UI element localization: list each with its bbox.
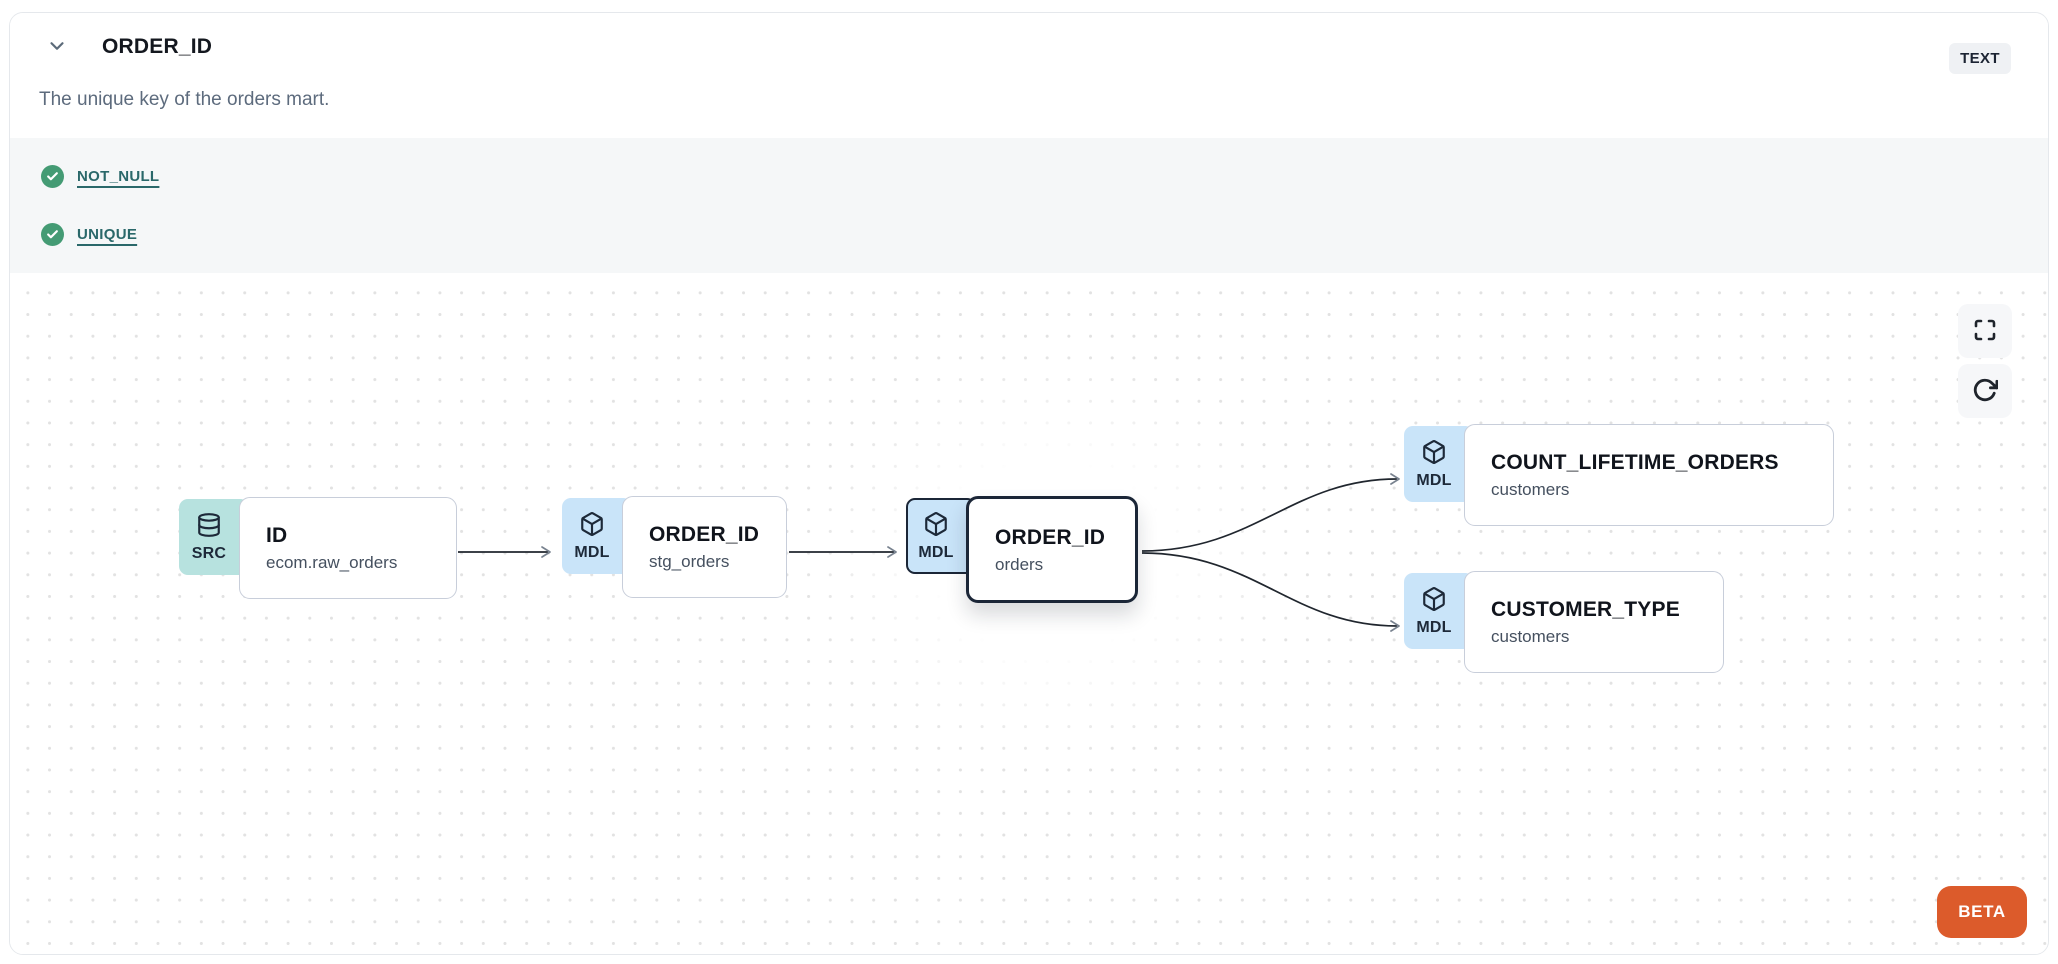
node-card: CUSTOMER_TYPE customers <box>1464 571 1724 673</box>
badge-label: MDL <box>1416 618 1452 636</box>
badge-label: MDL <box>574 543 610 561</box>
column-description: The unique key of the orders mart. <box>39 89 330 110</box>
badge-label: MDL <box>1416 471 1452 489</box>
node-column-name: ORDER_ID <box>995 525 1106 549</box>
refresh-button[interactable] <box>1958 364 2012 418</box>
column-header: ORDER_ID The unique key of the orders ma… <box>10 13 2048 138</box>
lineage-node-source-id[interactable]: SRC ID ecom.raw_orders <box>179 497 457 599</box>
refresh-icon <box>1972 377 1999 406</box>
cube-icon <box>1421 439 1447 470</box>
node-model-name: customers <box>1491 627 1570 646</box>
chevron-down-icon <box>46 35 68 60</box>
collapse-toggle-button[interactable] <box>45 35 69 59</box>
model-badge: MDL <box>1404 426 1474 502</box>
lineage-node-stg-orders[interactable]: MDL ORDER_ID stg_orders <box>562 496 787 598</box>
lineage-canvas[interactable]: SRC ID ecom.raw_orders MDL ORDER_ID stg_… <box>10 273 2048 954</box>
cube-icon <box>923 511 949 542</box>
model-badge: MDL <box>562 498 632 574</box>
node-model-name: orders <box>995 554 1044 574</box>
column-name-title: ORDER_ID <box>102 35 213 58</box>
source-badge: SRC <box>179 499 249 575</box>
badge-label: MDL <box>918 543 954 561</box>
database-icon <box>196 512 222 543</box>
fullscreen-icon <box>1973 318 1997 345</box>
beta-badge: BETA <box>1937 886 2027 938</box>
tests-section: NOT_NULL UNIQUE <box>10 138 2048 273</box>
lineage-node-count-lifetime-orders[interactable]: MDL COUNT_LIFETIME_ORDERS customers <box>1404 424 1834 526</box>
node-column-name: CUSTOMER_TYPE <box>1491 598 1680 621</box>
node-card: COUNT_LIFETIME_ORDERS customers <box>1464 424 1834 526</box>
canvas-controls <box>1958 304 2012 418</box>
node-model-name: customers <box>1491 480 1570 499</box>
node-card: ORDER_ID stg_orders <box>622 496 787 598</box>
fullscreen-button[interactable] <box>1958 304 2012 358</box>
node-card: ORDER_ID orders <box>966 496 1138 603</box>
test-row: NOT_NULL <box>41 163 2048 189</box>
node-model-name: stg_orders <box>649 552 730 571</box>
lineage-edges <box>458 473 1400 632</box>
node-column-name: ORDER_ID <box>649 523 760 546</box>
cube-icon <box>579 511 605 542</box>
test-row: UNIQUE <box>41 221 2048 247</box>
test-pass-check-icon <box>41 164 64 188</box>
model-badge: MDL <box>1404 573 1474 649</box>
node-column-name: ID <box>266 524 288 547</box>
node-card: ID ecom.raw_orders <box>239 497 457 599</box>
node-column-name: COUNT_LIFETIME_ORDERS <box>1491 451 1779 474</box>
test-pass-check-icon <box>41 222 64 246</box>
test-link-unique[interactable]: UNIQUE <box>77 225 138 243</box>
node-model-name: ecom.raw_orders <box>266 553 398 572</box>
test-link-not-null[interactable]: NOT_NULL <box>77 167 160 185</box>
column-type-badge: TEXT <box>1949 43 2011 74</box>
cube-icon <box>1421 586 1447 617</box>
column-details-panel: ORDER_ID The unique key of the orders ma… <box>9 12 2049 955</box>
lineage-node-orders-selected[interactable]: MDL ORDER_ID orders <box>906 496 1138 603</box>
model-badge: MDL <box>906 498 976 574</box>
lineage-node-customer-type[interactable]: MDL CUSTOMER_TYPE customers <box>1404 571 1724 673</box>
badge-label: SRC <box>191 544 227 562</box>
